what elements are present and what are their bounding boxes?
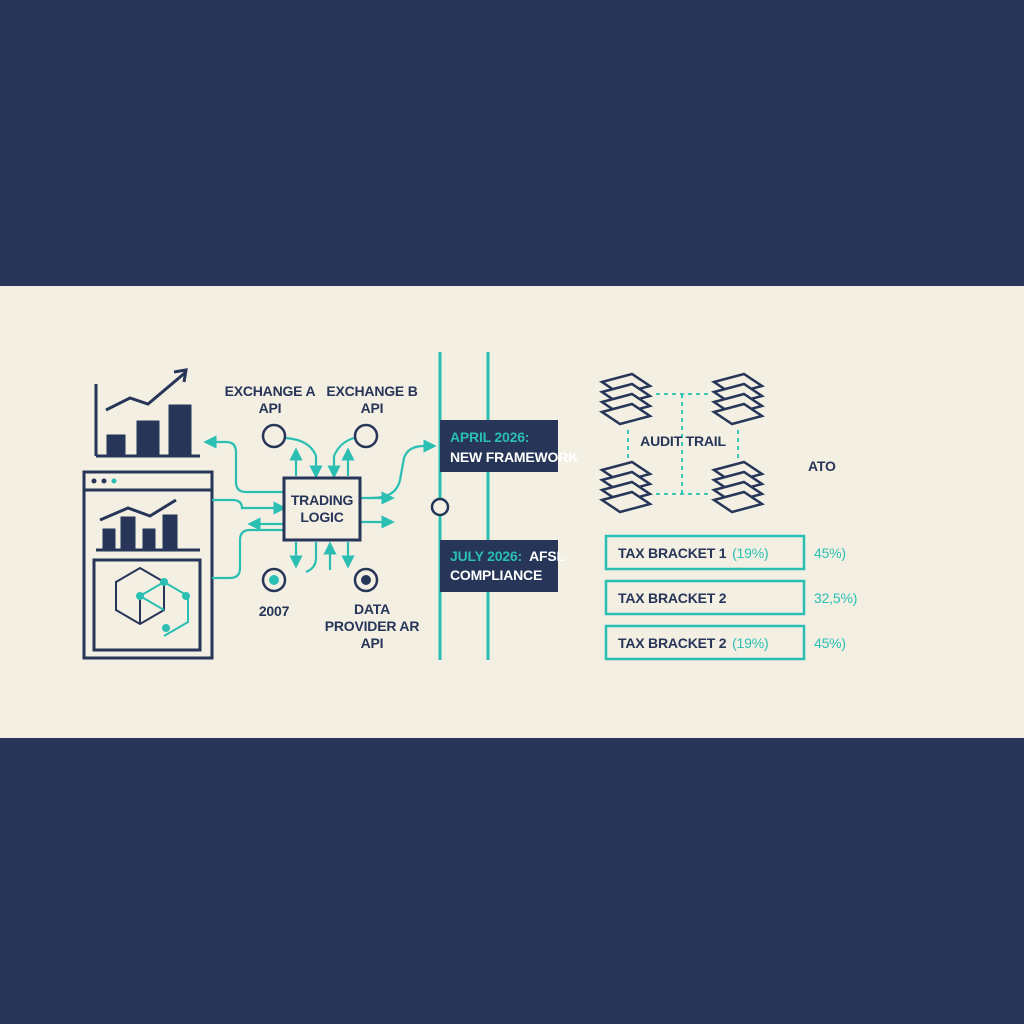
bottom-band — [0, 738, 1024, 1024]
top-band — [0, 0, 1024, 286]
tax-bracket-3-name: TAX BRACKET 2 — [618, 635, 727, 651]
trading-logic-label-2: LOGIC — [300, 509, 343, 525]
tax-bracket-row-1: TAX BRACKET 1 (19%) 45%) — [604, 534, 846, 571]
tax-bracket-row-2: TAX BRACKET 2 32,5%) — [604, 579, 857, 616]
exchange-a-label-2: API — [259, 400, 282, 416]
node-2007-label: 2007 — [259, 603, 290, 619]
bar-chart-icon — [94, 368, 200, 458]
flow-connectors — [203, 435, 437, 580]
data-provider-label-2: PROVIDER AR — [325, 618, 420, 634]
tax-bracket-1-rate: (19%) — [732, 545, 768, 561]
tax-bracket-3-text: TAX BRACKET 2 (19%) — [618, 635, 768, 651]
cube-network-icon — [115, 566, 190, 637]
exchange-b-label-2: API — [361, 400, 384, 416]
timeline — [430, 352, 490, 660]
exchange-a-label-1: EXCHANGE A — [225, 383, 316, 399]
data-provider-label-1: DATA — [354, 601, 390, 617]
tax-bracket-2-value: 32,5%) — [814, 590, 857, 606]
exchange-b-label-1: EXCHANGE B — [326, 383, 417, 399]
tax-bracket-row-3: TAX BRACKET 2 (19%) 45%) — [604, 624, 846, 661]
data-provider-label-3: API — [361, 635, 384, 651]
stacked-layers-icon — [599, 372, 765, 514]
audit-dashed-links — [627, 393, 739, 495]
milestone-april-2026: APRIL 2026: NEW FRAMEWORK — [440, 420, 578, 472]
milestone-1-text: NEW FRAMEWORK — [450, 449, 578, 465]
browser-window-icon — [82, 470, 214, 660]
exchange-b-node — [353, 423, 379, 449]
tax-bracket-1-name: TAX BRACKET 1 — [618, 545, 727, 561]
milestone-2-text: COMPLIANCE — [450, 567, 542, 583]
milestone-2-line-1: JULY 2026: AFSL — [450, 548, 566, 564]
timeline-marker — [430, 497, 450, 517]
tax-bracket-1-value: 45%) — [814, 545, 846, 561]
node-2007 — [261, 567, 287, 593]
data-provider-node — [353, 567, 379, 593]
audit-trail-label: AUDIT TRAIL — [640, 433, 726, 449]
milestone-2-suffix: AFSL — [529, 548, 565, 564]
diagram-panel — [0, 286, 1024, 738]
tax-bracket-3-rate: (19%) — [732, 635, 768, 651]
tax-bracket-3-value: 45%) — [814, 635, 846, 651]
tax-bracket-2-name: TAX BRACKET 2 — [618, 590, 727, 606]
trading-logic-label-1: TRADING — [291, 492, 354, 508]
trading-logic-box: TRADING LOGIC — [282, 476, 362, 542]
exchange-a-node — [261, 423, 287, 449]
ato-label: ATO — [808, 458, 836, 474]
milestone-2-date: JULY 2026: — [450, 548, 522, 564]
tax-bracket-1-text: TAX BRACKET 1 (19%) — [618, 545, 768, 561]
milestone-1-date: APRIL 2026: — [450, 429, 529, 445]
milestone-july-2026: JULY 2026: AFSL COMPLIANCE — [440, 540, 566, 592]
